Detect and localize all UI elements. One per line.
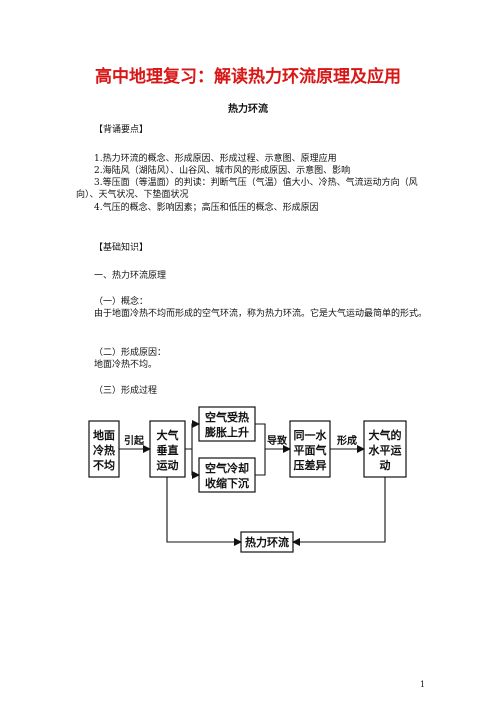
bottom-box-label: 热力环流 — [245, 535, 289, 549]
box4-line2: 平面气 — [294, 443, 327, 457]
key-point-2: 2.海陆风（湖陆风）、山谷风、城市风的形成原因、示意图、影响 — [94, 166, 351, 176]
part-1-heading: 一、热力环流原理 — [94, 271, 167, 281]
box2-line3: 运动 — [157, 458, 179, 472]
key-point-4: 4.气压的概念、影响因素；高压和低压的概念、形成原因 — [94, 203, 319, 213]
box1-line3: 不均 — [93, 458, 115, 472]
box3b-line2: 收缩下沉 — [205, 476, 249, 490]
box1-line1: 地面 — [93, 428, 115, 442]
box-horizontal-motion — [363, 420, 407, 478]
page-title: 高中地理复习：解读热力环流原理及应用 — [95, 67, 401, 87]
box-pressure-difference — [289, 420, 331, 478]
box4-line3: 压差异 — [294, 458, 327, 472]
concept-heading: （一）概念： — [94, 297, 149, 307]
box5-line2: 水平运 — [369, 443, 402, 457]
box5-line3: 动 — [380, 458, 391, 472]
key-point-3: 3.等压面（等温面）的判读：判断气压（气温）值大小、冷热、气流运动方向（风向）、… — [76, 178, 418, 200]
box2-line1: 大气 — [157, 428, 179, 442]
key-point-1: 1.热力环流的概念、形成原因、形成过程、示意图、原理应用 — [94, 154, 337, 164]
page-subtitle: 热力环流 — [228, 104, 268, 115]
box3a-line2: 膨胀上升 — [204, 425, 249, 439]
box3b-line1: 空气冷却 — [205, 461, 249, 475]
box3a-line1: 空气受热 — [205, 410, 249, 424]
basics-heading: 【基础知识】 — [94, 243, 149, 253]
arrow-to-sinking — [191, 449, 200, 479]
arrow1-label: 引起 — [124, 434, 145, 447]
page-number: 1 — [420, 680, 426, 689]
arrow-left-to-circulation — [166, 477, 242, 546]
box2-line2: 垂直 — [157, 443, 179, 457]
arrow-right-to-circulation — [292, 477, 386, 546]
cause-heading: （二）形成原因： — [94, 348, 167, 358]
box5-line1: 大气的 — [369, 428, 402, 442]
process-heading: （三）形成过程 — [94, 386, 158, 396]
arrow2-label: 导致 — [267, 434, 288, 447]
key-points-heading: 【背诵要点】 — [94, 125, 149, 135]
arrow3-label: 形成 — [337, 434, 357, 447]
box1-line2: 冷热 — [93, 443, 115, 457]
bracket-join — [255, 423, 266, 476]
concept-text: 由于地面冷热不均而形成的空气环流，称为热力环流。它是大气运动最简单的形式。 — [94, 309, 428, 319]
arrow-to-rising — [185, 420, 200, 450]
cause-text: 地面冷热不均。 — [94, 360, 158, 370]
box4-line1: 同一水 — [294, 428, 328, 442]
